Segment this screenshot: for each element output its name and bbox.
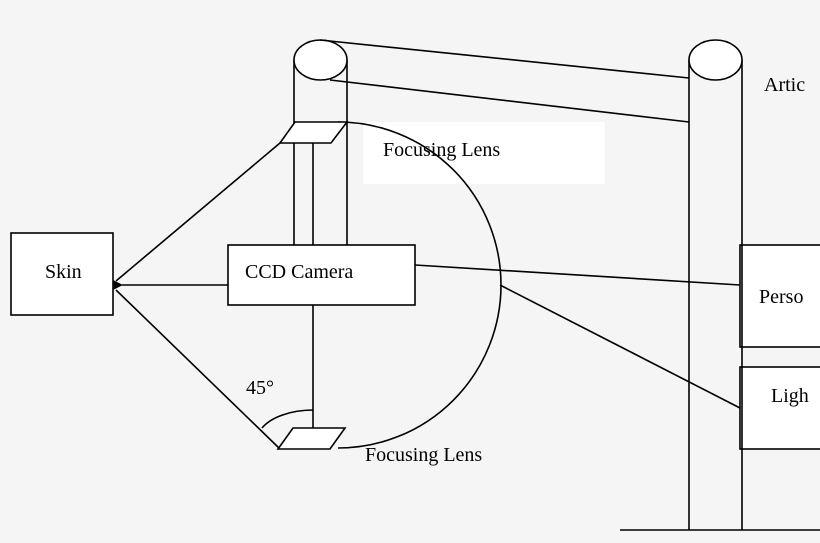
skin-label: Skin xyxy=(45,261,82,283)
light-source-label: Ligh xyxy=(771,385,809,407)
light-source-box xyxy=(739,366,820,450)
right-post xyxy=(688,39,743,530)
focusing-lens-bottom xyxy=(276,427,347,450)
skin-box xyxy=(10,232,114,316)
light-rays xyxy=(111,142,281,450)
focusing-lens-bottom-label: Focusing Lens xyxy=(365,444,482,466)
connection-cables xyxy=(414,264,741,409)
articulated-arm xyxy=(319,39,690,123)
ccd-camera-label: CCD Camera xyxy=(245,261,353,283)
articulated-arm-label: Artic xyxy=(764,74,805,96)
ccd-camera-box xyxy=(227,244,416,306)
personal-computer-label: Perso xyxy=(759,286,803,308)
left-post xyxy=(293,39,348,245)
focusing-lens-top-label: Focusing Lens xyxy=(383,139,500,161)
focusing-lens-top xyxy=(278,121,349,144)
angle-label: 45° xyxy=(246,377,274,399)
lens-label-panel xyxy=(363,122,605,184)
personal-computer-box xyxy=(739,244,820,348)
angle-arc xyxy=(261,409,314,429)
